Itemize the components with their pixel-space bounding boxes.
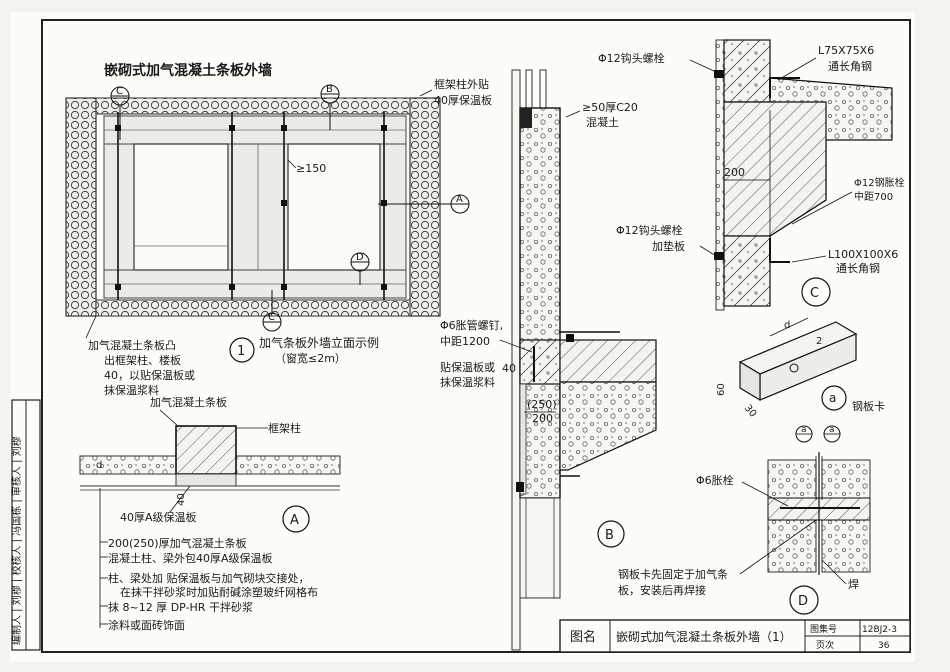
sheet-border	[41, 19, 911, 653]
left-column	[65, 97, 97, 317]
detail-d: a a Φ6胀栓 焊 钢板卡先固定于加气条 板，安装后再焊接 D	[618, 425, 871, 615]
a-dim-d: d	[96, 460, 102, 471]
a-note-4: 在抹干拌砂浆时加贴耐碱涂塑玻纤网格布	[120, 585, 318, 599]
b-dim-200: 200	[532, 412, 553, 425]
title-block: 图名 嵌砌式加气混凝土条板外墙（1） 图集号 12BJ2-3 页次 36	[559, 619, 911, 653]
view-number: 1	[237, 344, 245, 359]
title-text: 嵌砌式加气混凝土条板外墙（1）	[616, 629, 792, 644]
note-protrude-2: 出框架柱、楼板	[104, 353, 181, 367]
c-note-anchor-2: 中距700	[854, 190, 893, 203]
d-mark-right: a	[829, 425, 835, 435]
window-opening-left	[133, 143, 229, 271]
c-note-angle1-1: L75X75X6	[818, 44, 874, 57]
note-col-insulation-1: 框架柱外贴	[434, 77, 489, 91]
b-note-nail-1: Φ6胀管螺钉,	[440, 318, 503, 332]
b-dim-40: 40	[502, 362, 516, 375]
callout-c-bottom: C	[268, 312, 275, 323]
c-dim-200: 200	[724, 166, 745, 179]
a-dim-40: 40	[176, 493, 187, 506]
atlas-number: 12BJ2-3	[862, 625, 897, 635]
elevation-view: C B A D C ≥150 框架柱外贴 40厚保温板 1 加气条板外墙立面示例…	[65, 77, 492, 397]
note-col-insulation-2: 40厚保温板	[434, 93, 492, 107]
detail-a-label: A	[290, 513, 299, 528]
clip-dim-60: 60	[716, 383, 727, 396]
clip-label: a	[829, 391, 836, 405]
steel-clip: d 2 60 30 a 钢板卡	[716, 317, 885, 420]
a-note-column: 框架柱	[268, 421, 301, 435]
d-note-clip-2: 板，安装后再焊接	[618, 583, 706, 597]
atlas-label: 图集号	[810, 623, 837, 635]
c-note-bolt1: Φ12钩头螺栓	[598, 51, 665, 65]
clip-dim-2: 2	[816, 336, 822, 347]
detail-b-label: B	[605, 528, 614, 543]
a-note-2: 混凝土柱、梁外包40厚A级保温板	[108, 551, 273, 565]
page-number: 36	[878, 641, 890, 651]
callout-b: B	[326, 84, 333, 95]
view-number-circle	[229, 337, 255, 363]
window-opening-right	[287, 143, 381, 271]
callout-d: D	[356, 252, 364, 263]
callout-c-top: C	[116, 86, 123, 97]
c-note-bolt2-1: Φ12钩头螺栓	[616, 223, 683, 237]
right-column	[409, 97, 441, 317]
d-note-bolt: Φ6胀栓	[696, 473, 734, 487]
b-note-board-1: 贴保温板或	[440, 360, 495, 374]
title-label: 图名	[570, 629, 596, 645]
d-note-weld: 焊	[848, 577, 859, 591]
signature-text: 编制人 | 刘穆 | 校核人 | 冯国栋 | 审核人 | 刘穆	[10, 436, 23, 645]
a-note-panel: 加气混凝土条板	[150, 395, 227, 409]
a-note-board: 40厚A级保温板	[120, 510, 197, 524]
dim-150: ≥150	[296, 162, 326, 175]
note-protrude-4: 抹保温浆料	[104, 383, 159, 397]
a-note-6: 涂料或面砖饰面	[108, 618, 185, 632]
b-dim-250: (250)	[527, 398, 557, 411]
callout-a: A	[456, 194, 463, 205]
a-note-3: 柱、梁处加 贴保温板与加气砌块交接处，	[108, 571, 310, 585]
c-note-angle1-2: 通长角钢	[828, 60, 872, 73]
a-note-1: 200(250)厚加气混凝土条板	[108, 536, 247, 550]
c-note-angle2-2: 通长角钢	[836, 262, 880, 275]
d-note-clip-1: 钢板卡先固定于加气条	[618, 567, 728, 581]
detail-b: ≥50厚C20 混凝土 Φ6胀管螺钉, 中距1200 贴保温板或 抹保温浆料 4…	[440, 69, 657, 651]
detail-d-label: D	[798, 594, 808, 609]
view-subtitle: （窗宽≤2m）	[275, 351, 346, 365]
detail-c: 200 Φ12钩头螺栓 L75X75X6 通长角钢 Φ12钢胀栓 中距700 Φ…	[598, 39, 905, 311]
b-note-board-2: 抹保温浆料	[440, 375, 495, 389]
c-note-bolt2-2: 加垫板	[652, 239, 685, 253]
detail-a: 加气混凝土条板 框架柱 d 40 40厚A级保温板 A 200(250)厚加气混…	[79, 395, 341, 632]
b-aac-panel	[519, 107, 561, 499]
detail-c-label: C	[810, 286, 819, 301]
view-title: 加气条板外墙立面示例	[259, 335, 379, 350]
main-title: 嵌砌式加气混凝土条板外墙	[104, 62, 272, 79]
c-note-angle2-1: L100X100X6	[828, 248, 898, 261]
b-note-nail-2: 中距1200	[440, 335, 490, 348]
clip-title: 钢板卡	[852, 399, 885, 413]
frame-column-section	[175, 425, 237, 475]
note-protrude-1: 加气混凝土条板凸	[88, 338, 176, 352]
a-note-5: 抹 8~12 厚 DP-HR 干拌砂浆	[108, 600, 253, 614]
b-note-concrete-1: ≥50厚C20	[582, 101, 638, 114]
clip-dim-d: d	[784, 320, 790, 331]
d-mark-left: a	[801, 425, 807, 435]
note-protrude-3: 40，以贴保温板或	[104, 368, 195, 382]
c-beam	[723, 101, 827, 237]
c-note-anchor-1: Φ12钢胀栓	[854, 176, 905, 189]
signature-strip: 编制人 | 刘穆 | 校核人 | 冯国栋 | 审核人 | 刘穆	[10, 399, 41, 651]
page-label: 页次	[816, 639, 834, 651]
b-note-concrete-2: 混凝土	[586, 115, 619, 129]
insulation-board-a	[175, 473, 237, 487]
